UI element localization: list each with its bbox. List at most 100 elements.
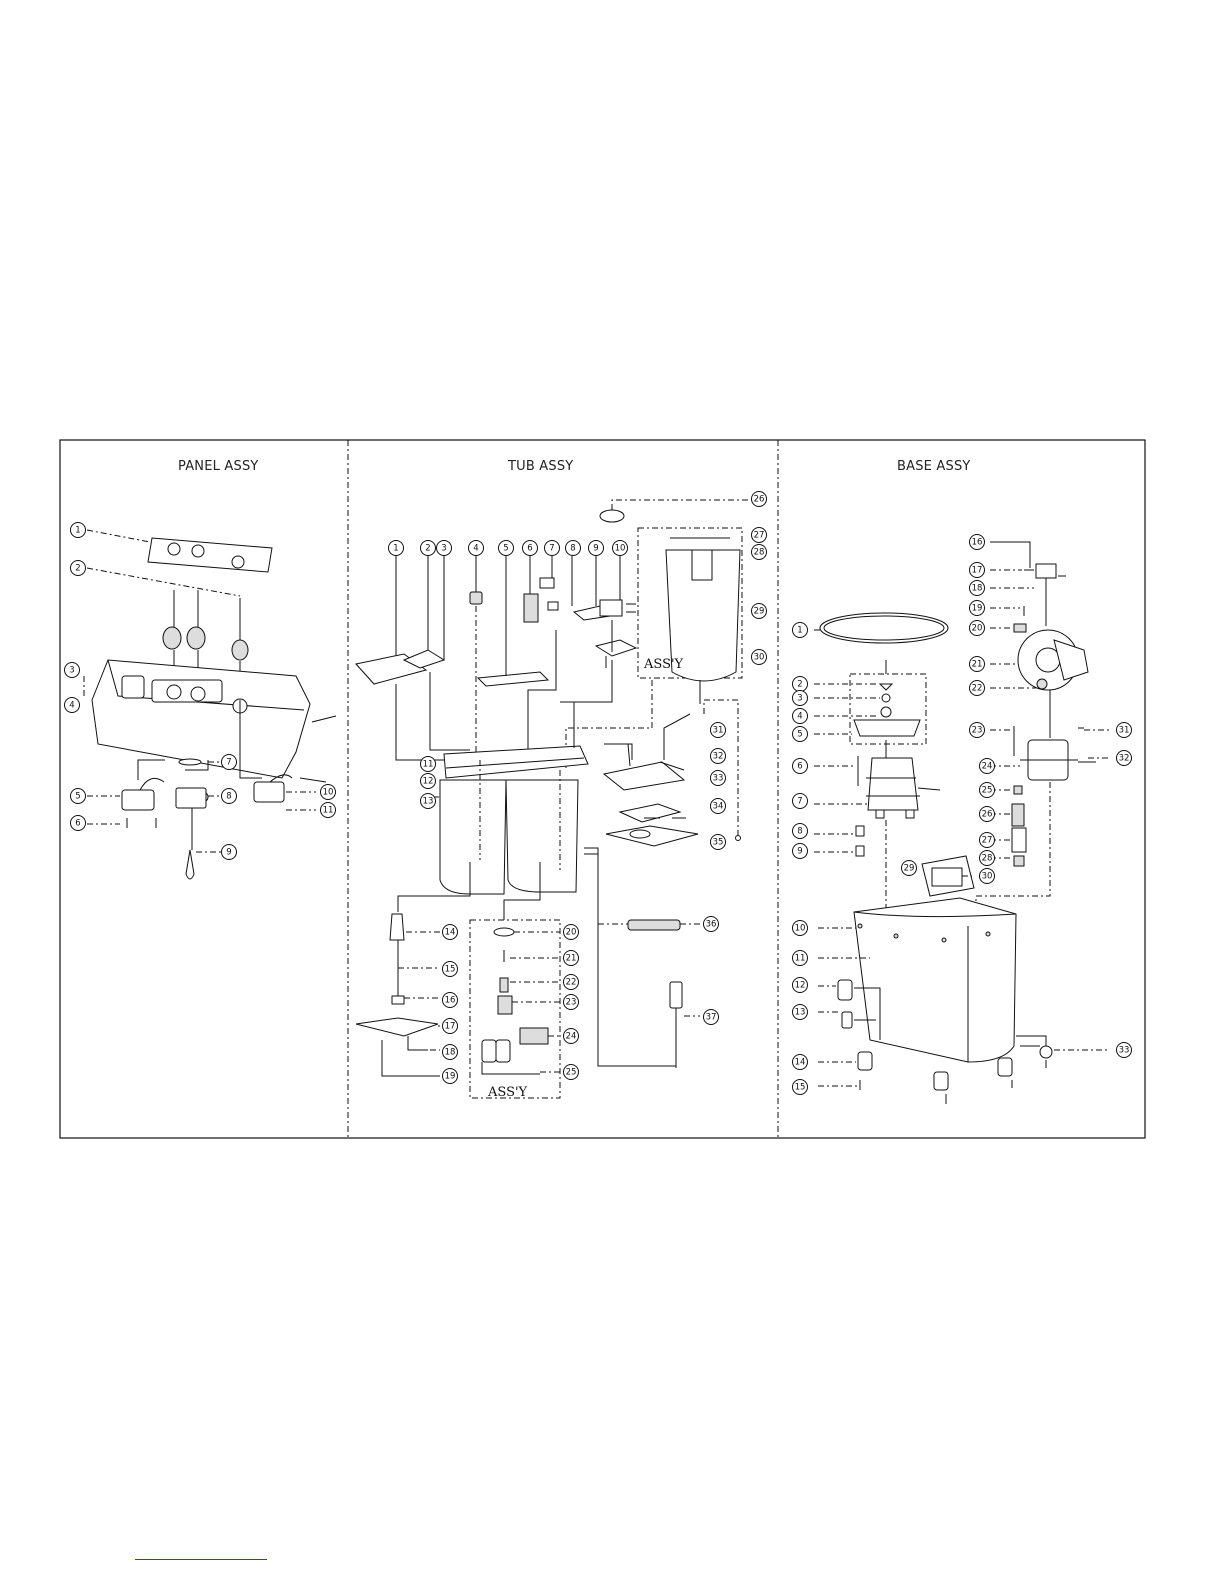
callout-number: 9 xyxy=(593,544,598,554)
callout-number: 8 xyxy=(570,544,575,554)
base-callout-32: 32 xyxy=(1117,751,1132,766)
callout-number: 21 xyxy=(566,954,577,964)
callout-number: 36 xyxy=(706,920,717,930)
panel-callout-5: 5 xyxy=(71,789,86,804)
callout-number: 27 xyxy=(982,836,993,846)
callout-number: 8 xyxy=(226,792,231,802)
callout-number: 8 xyxy=(797,827,802,837)
tub-callout-33: 33 xyxy=(711,771,726,786)
base-callout-18: 18 xyxy=(970,581,985,596)
tub-callout-22: 22 xyxy=(564,975,579,990)
tub-callout-26: 26 xyxy=(752,492,767,507)
callout-number: 17 xyxy=(445,1022,456,1032)
callout-number: 2 xyxy=(797,680,802,690)
callout-number: 5 xyxy=(503,544,508,554)
base-assy-drawing xyxy=(814,542,1110,1104)
base-callout-20: 20 xyxy=(970,621,985,636)
callout-number: 9 xyxy=(797,847,802,857)
panel-callout-11: 11 xyxy=(321,803,336,818)
tub-callout-36: 36 xyxy=(704,917,719,932)
tub-callout-8: 8 xyxy=(566,541,581,556)
tub-callout-11: 11 xyxy=(421,757,436,772)
base-callout-17: 17 xyxy=(970,563,985,578)
base-callout-4: 4 xyxy=(793,709,808,724)
base-callout-13: 13 xyxy=(793,1005,808,1020)
callout-number: 29 xyxy=(754,607,765,617)
tub-callout-17: 17 xyxy=(443,1019,458,1034)
tub-callout-21: 21 xyxy=(564,951,579,966)
base-callout-1: 1 xyxy=(793,623,808,638)
callout-number: 14 xyxy=(445,928,456,938)
base-callout-10: 10 xyxy=(793,921,808,936)
callout-number: 23 xyxy=(566,998,577,1008)
callout-number: 6 xyxy=(527,544,532,554)
panel-callout-1: 1 xyxy=(71,523,86,538)
callout-number: 3 xyxy=(797,694,802,704)
tub-callout-10: 10 xyxy=(613,541,628,556)
callout-number: 7 xyxy=(226,758,231,768)
tub-callout-34: 34 xyxy=(711,799,726,814)
base-callout-21: 21 xyxy=(970,657,985,672)
tub-assy-label-drain: ASS'Y xyxy=(487,1085,528,1100)
base-callout-6: 6 xyxy=(793,759,808,774)
callout-number: 16 xyxy=(972,538,983,548)
base-callout-22: 22 xyxy=(970,681,985,696)
tub-callout-24: 24 xyxy=(564,1029,579,1044)
panel-callout-9: 9 xyxy=(222,845,237,860)
callout-number: 25 xyxy=(566,1068,577,1078)
callout-number: 4 xyxy=(797,712,802,722)
tub-assy-drawing: ASS'Y xyxy=(356,500,752,1100)
base-callout-14: 14 xyxy=(793,1055,808,1070)
base-callout-28: 28 xyxy=(980,851,995,866)
callout-number: 35 xyxy=(713,838,724,848)
callout-number: 30 xyxy=(982,872,993,882)
tub-callout-37: 37 xyxy=(704,1010,719,1025)
panel-callout-7: 7 xyxy=(222,755,237,770)
tub-callout-6: 6 xyxy=(523,541,538,556)
base-callout-15: 15 xyxy=(793,1080,808,1095)
callout-number: 12 xyxy=(795,981,806,991)
callout-number: 10 xyxy=(795,924,806,934)
panel-callout-10: 10 xyxy=(321,785,336,800)
base-callout-11: 11 xyxy=(793,951,808,966)
tub-callout-20: 20 xyxy=(564,925,579,940)
callout-number: 24 xyxy=(566,1032,577,1042)
callout-number: 28 xyxy=(982,854,993,864)
tub-callout-30: 30 xyxy=(752,650,767,665)
callout-number: 21 xyxy=(972,660,983,670)
footer-rule xyxy=(135,1559,267,1560)
tub-callout-15: 15 xyxy=(443,962,458,977)
tub-callout-29: 29 xyxy=(752,604,767,619)
tub-assy-label-spin: ASS'Y xyxy=(643,657,684,672)
base-assy-title: BASE ASSY xyxy=(897,459,971,474)
tub-callout-35: 35 xyxy=(711,835,726,850)
tub-callout-2: 2 xyxy=(421,541,436,556)
tub-assy-title: TUB ASSY xyxy=(507,459,573,474)
base-callout-24: 24 xyxy=(980,759,995,774)
callout-number: 5 xyxy=(797,730,802,740)
panel-callout-3: 3 xyxy=(65,663,80,678)
callout-number: 13 xyxy=(795,1008,806,1018)
tub-callout-32: 32 xyxy=(711,749,726,764)
callout-number: 33 xyxy=(1119,1046,1130,1056)
callout-number: 13 xyxy=(423,797,434,807)
callout-number: 23 xyxy=(972,726,983,736)
panel-callout-6: 6 xyxy=(71,816,86,831)
callout-number: 7 xyxy=(549,544,554,554)
callout-number: 15 xyxy=(795,1083,806,1093)
base-callout-12: 12 xyxy=(793,978,808,993)
callout-number: 18 xyxy=(445,1048,456,1058)
callout-number: 14 xyxy=(795,1058,806,1068)
callout-number: 29 xyxy=(904,864,915,874)
callout-number: 25 xyxy=(982,786,993,796)
callout-number: 27 xyxy=(754,531,765,541)
callout-number: 20 xyxy=(972,624,983,634)
base-callout-7: 7 xyxy=(793,794,808,809)
callout-number: 30 xyxy=(754,653,765,663)
base-callout-9: 9 xyxy=(793,844,808,859)
callout-number: 12 xyxy=(423,777,434,787)
base-callout-31: 31 xyxy=(1117,723,1132,738)
callout-number: 32 xyxy=(1119,754,1130,764)
base-callout-8: 8 xyxy=(793,824,808,839)
